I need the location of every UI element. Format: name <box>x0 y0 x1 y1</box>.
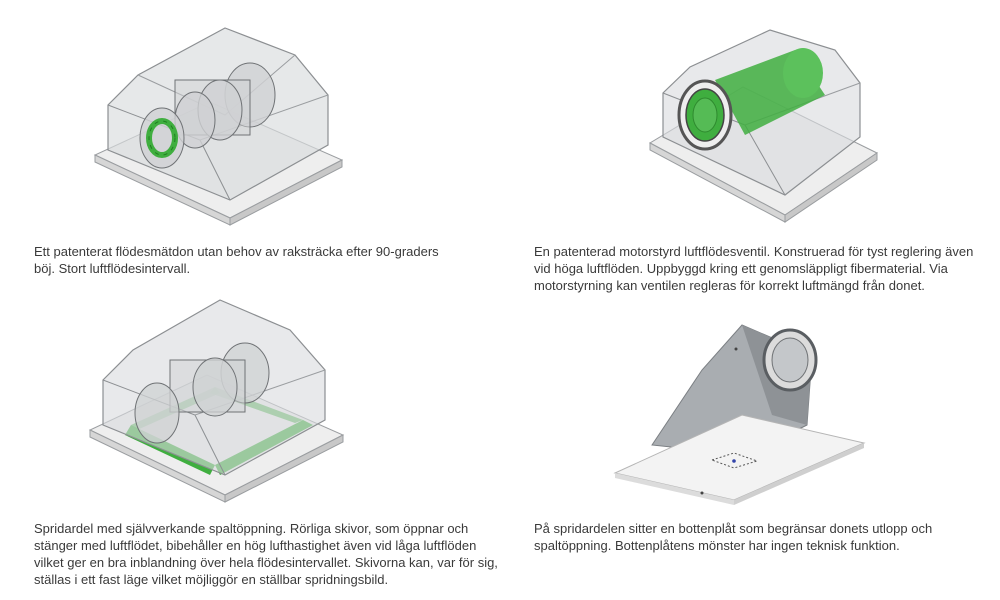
slot-spreader-caption: Spridardel med självverkande spaltöppnin… <box>34 521 498 587</box>
flow-meter-illustration <box>90 20 350 235</box>
slot-spreader-illustration <box>85 295 350 510</box>
bottom-plate-illustration <box>612 315 867 510</box>
motor-valve-illustration <box>645 25 885 230</box>
motor-valve-caption: En patenterad motorstyrd luftflödesventi… <box>534 244 974 293</box>
bottom-plate-caption: På spridardelen sitter en bottenplåt som… <box>534 521 933 553</box>
flow-meter-caption: Ett patenterat flödesmätdon utan behov a… <box>34 244 439 276</box>
